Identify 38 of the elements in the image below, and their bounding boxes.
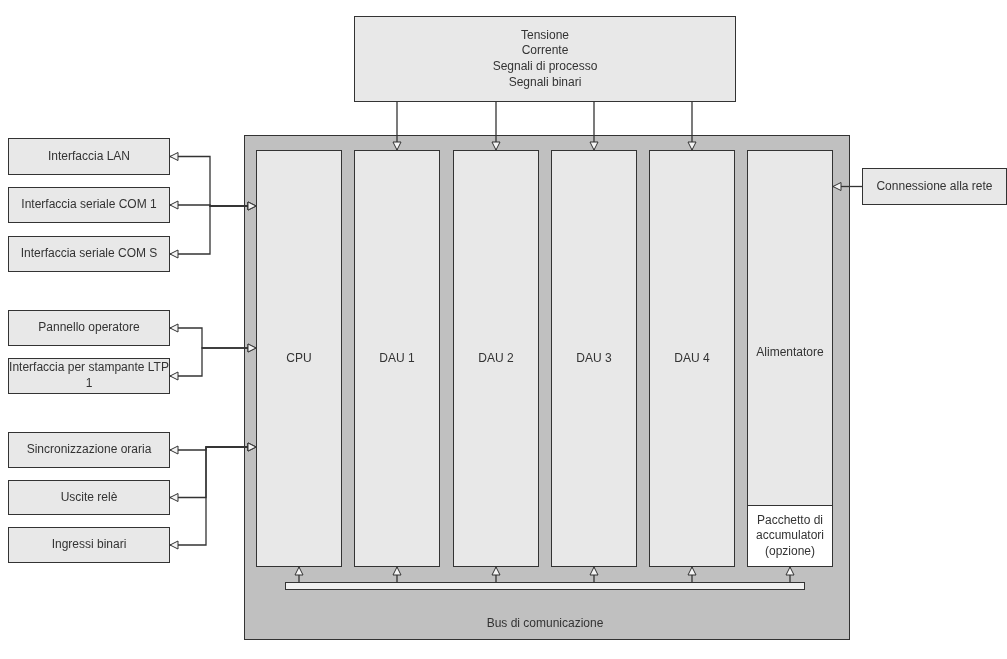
module-box: Sincronizzazione oraria	[8, 432, 170, 468]
arrow	[589, 566, 599, 583]
arrow	[169, 442, 257, 550]
module-box: Interfaccia per stampante LTP 1	[8, 358, 170, 394]
module-box: Pannello operatore	[8, 310, 170, 346]
module-box: Interfaccia LAN	[8, 138, 170, 175]
module-box: DAU 4	[649, 150, 735, 567]
arrow	[832, 182, 863, 191]
arrow	[687, 101, 697, 151]
module-label: Alimentatore	[755, 345, 825, 361]
arrow	[392, 101, 402, 151]
module-box: DAU 3	[551, 150, 637, 567]
module-box: DAU 1	[354, 150, 440, 567]
signal-box	[354, 16, 736, 102]
module-panel	[747, 150, 833, 567]
input-box: Connessione alla rete	[862, 168, 1007, 205]
arrow	[491, 566, 501, 583]
arrow	[785, 566, 795, 583]
arrow	[491, 101, 501, 151]
module-box: Interfaccia seriale COM 1	[8, 187, 170, 223]
arrow	[169, 201, 257, 259]
module-box: Pacchetto di accumulatori (opzione)	[747, 505, 833, 567]
bus-label: Bus di comunicazione	[486, 616, 604, 632]
module-box: Ingressi binari	[8, 527, 170, 563]
arrow	[589, 101, 599, 151]
module-box: Interfaccia seriale COM S	[8, 236, 170, 272]
arrow	[392, 566, 402, 583]
signal-label: Corrente	[521, 43, 569, 59]
arrow	[169, 343, 257, 381]
module-box: DAU 2	[453, 150, 539, 567]
chassis-panel	[244, 135, 850, 640]
module-box: CPU	[256, 150, 342, 567]
signal-label: Tensione	[520, 27, 569, 44]
signal-label: Segnali binari	[508, 74, 582, 91]
arrow	[294, 566, 304, 583]
signal-label: Segnali di processo	[492, 59, 598, 75]
module-box: Uscite relè	[8, 480, 170, 515]
arrow	[687, 566, 697, 583]
